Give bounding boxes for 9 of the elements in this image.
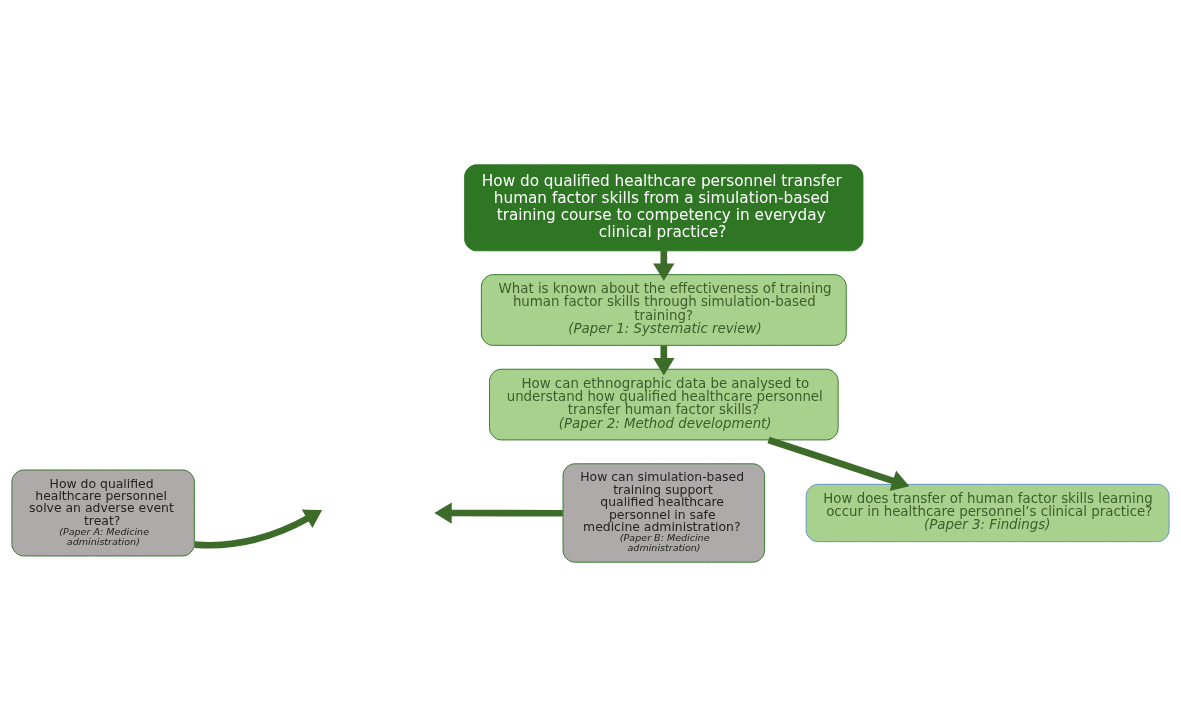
node-box: How can ethnographic data be analysed to understand how qualified healthcare personnel transfer human factor skills? (Paper 2: Method development) bbox=[489, 368, 839, 441]
node-box: How does transfer of human factor skills learning occur in healthcare personnel’s clinical practice? (Paper 3: Findings) bbox=[805, 483, 1170, 543]
node-box: What is known about the effectiveness of training human factor skills through simulation-based training? (Paper 1: Systematic review) bbox=[480, 274, 847, 346]
arrow bbox=[767, 436, 910, 491]
node-box: How do qualified healthcare personnel transfer human factor skills from a simulation-based training course to competency in everyday clinical practice? bbox=[464, 164, 864, 252]
node-box: How do qualified healthcare personnel solve an adverse event treat? (Paper A: Medicine administration) bbox=[11, 469, 195, 557]
node-box: How can simulation-based training support qualified healthcare personnel in safe medicine administration? (Paper B: Medicine administration) bbox=[562, 463, 766, 563]
arrow bbox=[194, 509, 323, 549]
arrow bbox=[434, 502, 563, 524]
